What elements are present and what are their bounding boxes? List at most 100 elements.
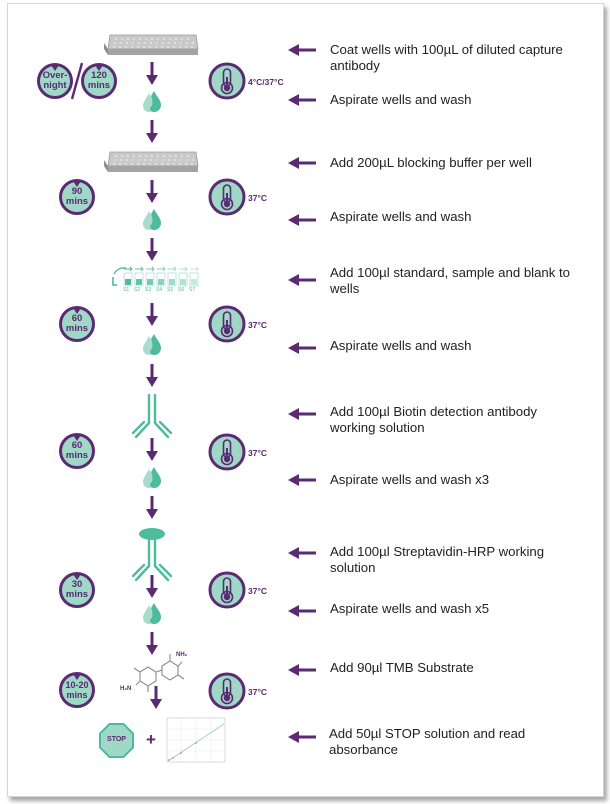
step-description: Aspirate wells and wash (330, 92, 472, 107)
step-description: Aspirate wells and wash x5 (330, 601, 490, 616)
wash-drop-icon (142, 208, 162, 232)
transfer-arrow-icon (157, 266, 166, 272)
timer-notch-icon (73, 674, 81, 680)
down-arrow-icon (146, 575, 158, 599)
transfer-arrow-icon (135, 266, 144, 272)
tube-fluid (125, 279, 131, 285)
antibody-icon (132, 393, 172, 443)
step-description: Aspirate wells and wash x3 (330, 472, 490, 487)
step-description: Add 200µL blocking buffer per well (330, 155, 532, 170)
dilution-tube (167, 272, 177, 287)
tube-fluid (158, 279, 164, 285)
tube-fluid (169, 279, 175, 285)
step-description: Add 100µl standard, sample and blank to … (330, 265, 571, 296)
wash-drop-icon (142, 90, 162, 114)
protocol-card (7, 3, 604, 797)
left-arrow-icon (288, 274, 316, 286)
microplate-icon (104, 150, 200, 178)
timer-label: 60 mins (65, 440, 89, 461)
dilution-tube (145, 272, 155, 287)
timer-label: 60 mins (65, 313, 89, 334)
left-arrow-icon (288, 157, 316, 169)
timer-120-mins: 120 mins (81, 63, 117, 99)
timer-90-mins: 90 mins (59, 179, 95, 215)
down-arrow-icon (146, 238, 158, 262)
left-arrow-icon (288, 214, 316, 226)
dilution-label: S6 (178, 287, 185, 293)
dilution-tube (123, 272, 133, 287)
timer-30-mins: 30 mins (59, 572, 95, 608)
transfer-arrow-icon (146, 266, 155, 272)
timer-10-20-mins: 10-20 mins (59, 672, 95, 708)
step-description: Aspirate wells and wash (330, 209, 472, 224)
temperature-label: 37°C (248, 320, 267, 330)
tube-fluid (180, 279, 186, 285)
thermometer-icon (208, 62, 246, 100)
tmb-molecule-icon: NH₂ H₂N (118, 650, 198, 696)
stop-sign-icon: STOP (99, 723, 134, 758)
wash-drop-icon (142, 333, 162, 357)
thermometer-icon (208, 571, 246, 609)
dilution-label: S4 (156, 287, 163, 293)
dilution-tube (134, 272, 144, 287)
left-arrow-icon (288, 547, 316, 559)
tmb-label-h2n: H₂N (120, 686, 132, 692)
dilution-label: S7 (189, 287, 196, 293)
dilution-tube (156, 272, 166, 287)
dilution-label: S5 (167, 287, 174, 293)
temperature-label: 4°C/37°C (248, 77, 284, 87)
timer-notch-icon (73, 181, 81, 187)
stop-octagon-graphic (99, 723, 134, 758)
thermometer-icon (208, 305, 246, 343)
transfer-arrow-icon (168, 266, 177, 272)
step-description: Add 90µl TMB Substrate (330, 660, 474, 675)
timer-label: 10-20 mins (65, 680, 89, 700)
left-arrow-icon (288, 731, 316, 743)
temperature-label: 37°C (248, 193, 267, 203)
stop-label: STOP (107, 736, 126, 743)
down-arrow-icon (146, 120, 158, 144)
left-arrow-icon (288, 605, 316, 617)
tmb-label-nh2: NH₂ (176, 652, 188, 658)
wash-drop-icon (142, 602, 162, 626)
wash-drop-icon (142, 466, 162, 490)
thermometer-icon (208, 433, 246, 471)
dilution-tubes-graphic (112, 266, 199, 287)
timer-label: 90 mins (65, 186, 89, 207)
timer-label: 120 mins (87, 70, 111, 91)
timer-notch-icon (51, 65, 59, 71)
temperature-label: 37°C (248, 687, 267, 697)
temperature-label: 37°C (248, 586, 267, 596)
plus-sign: + (146, 730, 156, 749)
left-arrow-icon (288, 664, 316, 676)
slash-divider (70, 62, 84, 100)
down-arrow-icon (150, 686, 162, 710)
step-description: Add 100µl Biotin detection antibody work… (330, 404, 538, 435)
timer-label: 30 mins (65, 579, 89, 600)
timer-notch-icon (73, 308, 81, 314)
transfer-arrow-icon (190, 266, 199, 272)
transfer-arrow-icon (179, 266, 188, 272)
left-arrow-icon (288, 94, 316, 106)
timer-label: Over- night (42, 70, 68, 91)
dilution-tube (189, 272, 199, 287)
timer-60-mins: 60 mins (59, 306, 95, 342)
left-arrow-icon (288, 342, 316, 354)
tube-fluid (191, 279, 197, 285)
down-arrow-icon (146, 62, 158, 86)
dilution-label: S3 (145, 287, 152, 293)
down-arrow-icon (146, 438, 158, 462)
left-arrow-icon (288, 44, 316, 56)
streptavidin-antibody-icon (132, 528, 172, 584)
thermometer-icon (208, 178, 246, 216)
timer-notch-icon (73, 574, 81, 580)
temperature-label: 37°C (248, 448, 267, 458)
down-arrow-icon (146, 496, 158, 520)
tmb-structure-graphic (133, 654, 185, 692)
dilution-label: S1 (123, 287, 130, 293)
down-arrow-icon (146, 303, 158, 327)
tube-fluid (136, 279, 142, 285)
down-arrow-icon (146, 180, 158, 204)
dilution-tube (178, 272, 188, 287)
